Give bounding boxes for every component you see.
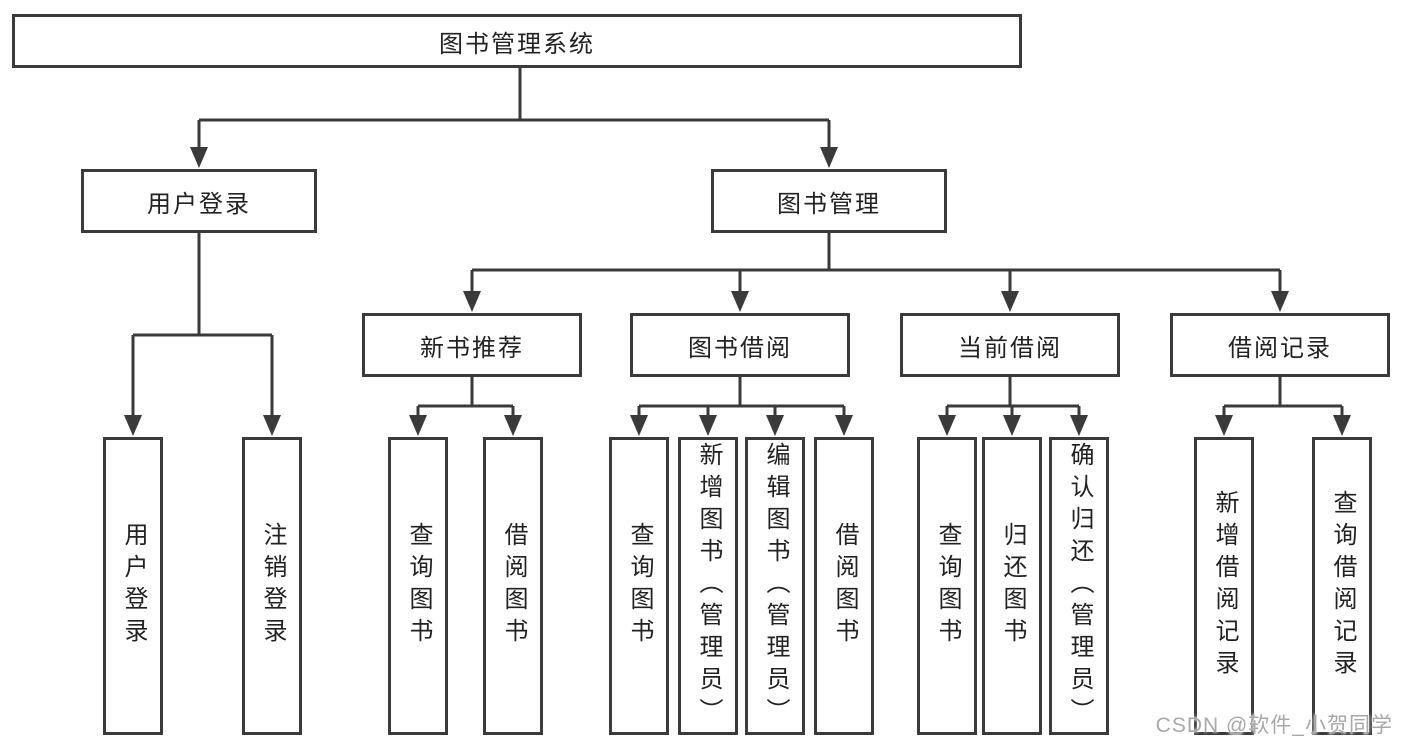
- node-label: 新增图书（管理员）: [695, 442, 722, 730]
- node-new-book-recommend: 新书推荐: [362, 313, 582, 377]
- node-label: 归还图书: [999, 522, 1026, 650]
- node-label: 用户登录: [147, 190, 251, 218]
- node-book-borrowing: 图书借阅: [630, 313, 850, 377]
- leaf-add-book-admin: 新增图书（管理员）: [678, 437, 738, 735]
- leaf-add-borrow-record: 新增借阅记录: [1194, 437, 1254, 735]
- node-label: 查询图书: [626, 522, 653, 650]
- node-label: 查询图书: [934, 522, 961, 650]
- node-label: 当前借阅: [958, 334, 1062, 362]
- node-label: 图书管理: [777, 190, 881, 218]
- node-label: 查询借阅记录: [1329, 490, 1356, 682]
- leaf-confirm-return-admin: 确认归还（管理员）: [1049, 437, 1109, 735]
- leaf-logout: 注销登录: [242, 437, 302, 735]
- leaf-user-login: 用户登录: [103, 437, 163, 735]
- node-label: 图书借阅: [688, 334, 792, 362]
- node-label: 新书推荐: [420, 334, 524, 362]
- node-label: 用户登录: [120, 522, 147, 650]
- csdn-watermark: CSDN @软件_小贺同学: [1155, 714, 1393, 737]
- leaf-borrow-book: 借阅图书: [814, 437, 874, 735]
- leaf-borrow-books-recommend: 借阅图书: [483, 437, 543, 735]
- node-label: 确认归还（管理员）: [1066, 442, 1093, 730]
- leaf-return-book: 归还图书: [982, 437, 1042, 735]
- leaf-edit-book-admin: 编辑图书（管理员）: [745, 437, 805, 735]
- node-label: 编辑图书（管理员）: [762, 442, 789, 730]
- leaf-query-books-recommend: 查询图书: [388, 437, 448, 735]
- node-borrowing-records: 借阅记录: [1170, 313, 1390, 377]
- node-label: 借阅记录: [1228, 334, 1332, 362]
- node-label: 借阅图书: [500, 522, 527, 650]
- node-label: 新增借阅记录: [1211, 490, 1238, 682]
- node-label: 注销登录: [259, 522, 286, 650]
- node-book-management-branch: 图书管理: [711, 169, 947, 233]
- node-label: 借阅图书: [831, 522, 858, 650]
- node-user-login-branch: 用户登录: [81, 169, 317, 233]
- node-current-borrowing: 当前借阅: [900, 313, 1120, 377]
- leaf-query-books-current: 查询图书: [917, 437, 977, 735]
- node-label: 查询图书: [405, 522, 432, 650]
- leaf-query-books-borrow: 查询图书: [609, 437, 669, 735]
- leaf-query-borrow-record: 查询借阅记录: [1312, 437, 1372, 735]
- node-label: 图书管理系统: [439, 30, 595, 58]
- node-root-system: 图书管理系统: [12, 14, 1022, 68]
